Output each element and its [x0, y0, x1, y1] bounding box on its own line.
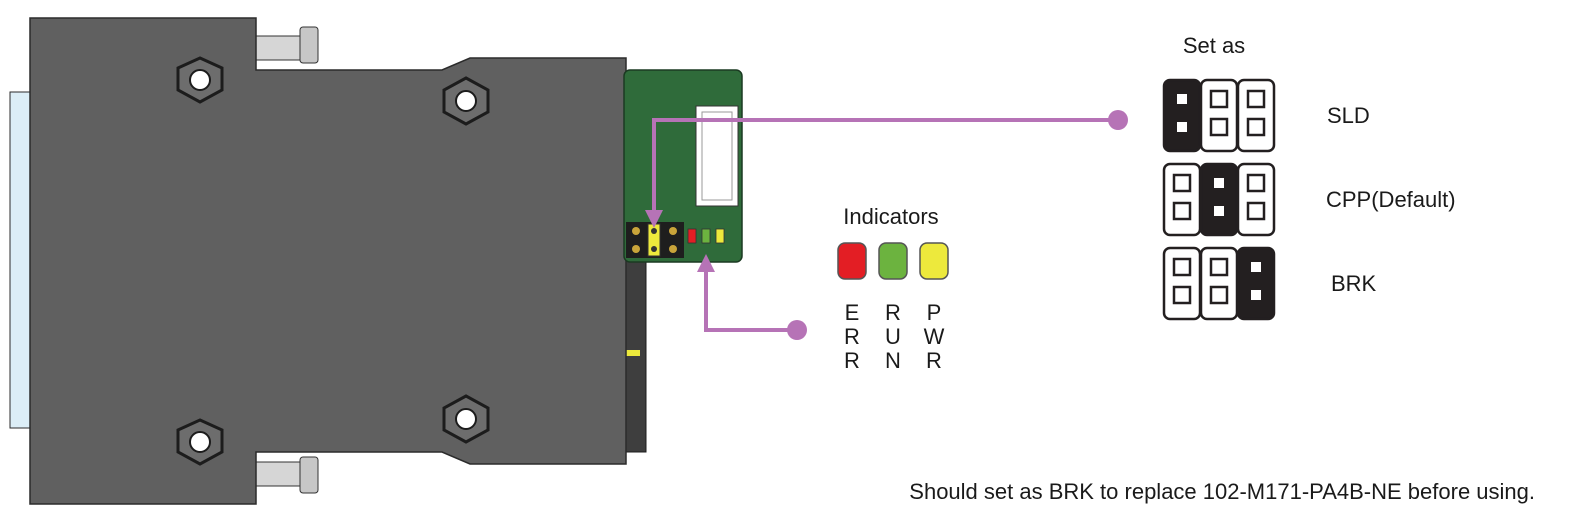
- indicator-letter: R: [844, 324, 860, 349]
- leader-line-indicators: [697, 254, 807, 340]
- hex-nut-top-right: [442, 76, 490, 126]
- jumper-pin: [1172, 285, 1192, 305]
- pcb-led-run: [701, 228, 711, 244]
- jumper-pin: [1251, 262, 1261, 272]
- top-screw: [255, 26, 319, 64]
- jumper-cap: [1162, 78, 1202, 153]
- jumper-pin: [1246, 201, 1266, 221]
- pcb-led-err: [687, 228, 697, 244]
- jumper-cap: [1199, 162, 1239, 237]
- pcb-jumper-header: [626, 222, 684, 258]
- indicator-letter: R: [926, 348, 942, 373]
- jumper-pin: [1172, 173, 1192, 193]
- jumper-option-label: BRK: [1331, 271, 1377, 296]
- jumper-pin: [1246, 117, 1266, 137]
- bottom-screw: [255, 456, 319, 494]
- hex-nut-bottom-left: [176, 418, 224, 466]
- jumper-pin: [1214, 178, 1224, 188]
- pcb-connector-socket: [695, 105, 739, 207]
- replacement-note: Should set as BRK to replace 102-M171-PA…: [909, 479, 1535, 504]
- jumper-block-sld: SLD: [1162, 78, 1370, 153]
- hex-nut-bottom-right: [442, 394, 490, 444]
- indicator-letter: R: [885, 300, 901, 325]
- jumper-pin: [1209, 285, 1229, 305]
- leader-line-jumper: [645, 110, 1128, 228]
- jumper-settings: SLD CPP(Default) BRK: [1162, 78, 1456, 321]
- indicator-letter: R: [844, 348, 860, 373]
- jumper-pin: [1172, 201, 1192, 221]
- connector-housing: [29, 17, 627, 505]
- hex-nut-top-left: [176, 56, 224, 104]
- pcb-board: [623, 69, 743, 263]
- indicator-letter: E: [845, 300, 860, 325]
- indicator-letter: N: [885, 348, 901, 373]
- indicator-led-1: [878, 242, 908, 280]
- jumper-option-label: SLD: [1327, 103, 1370, 128]
- jumper-pin: [1209, 117, 1229, 137]
- jumper-pin: [1209, 89, 1229, 109]
- indicator-letter: W: [924, 324, 945, 349]
- indicator-led-0: [837, 242, 867, 280]
- jumper-block-cppdefault: CPP(Default): [1162, 162, 1456, 237]
- jumper-pin: [1177, 94, 1187, 104]
- jumper-option-label: CPP(Default): [1326, 187, 1456, 212]
- indicators-heading: Indicators: [843, 204, 938, 229]
- indicator-letter: P: [927, 300, 942, 325]
- jumper-pin: [1251, 290, 1261, 300]
- indicator-led-2: [919, 242, 949, 280]
- jumper-pin: [1209, 257, 1229, 277]
- set-as-heading: Set as: [1183, 33, 1245, 58]
- jumper-block-brk: BRK: [1162, 246, 1377, 321]
- jumper-pin: [1177, 122, 1187, 132]
- side-flange: [9, 91, 33, 429]
- jumper-cap: [1236, 246, 1276, 321]
- strip-marker: [624, 350, 640, 356]
- indicator-letter: U: [885, 324, 901, 349]
- jumper-pin: [1172, 257, 1192, 277]
- pcb-led-pwr: [715, 228, 725, 244]
- jumper-pin: [1246, 173, 1266, 193]
- jumper-pin: [1214, 206, 1224, 216]
- jumper-pin: [1246, 89, 1266, 109]
